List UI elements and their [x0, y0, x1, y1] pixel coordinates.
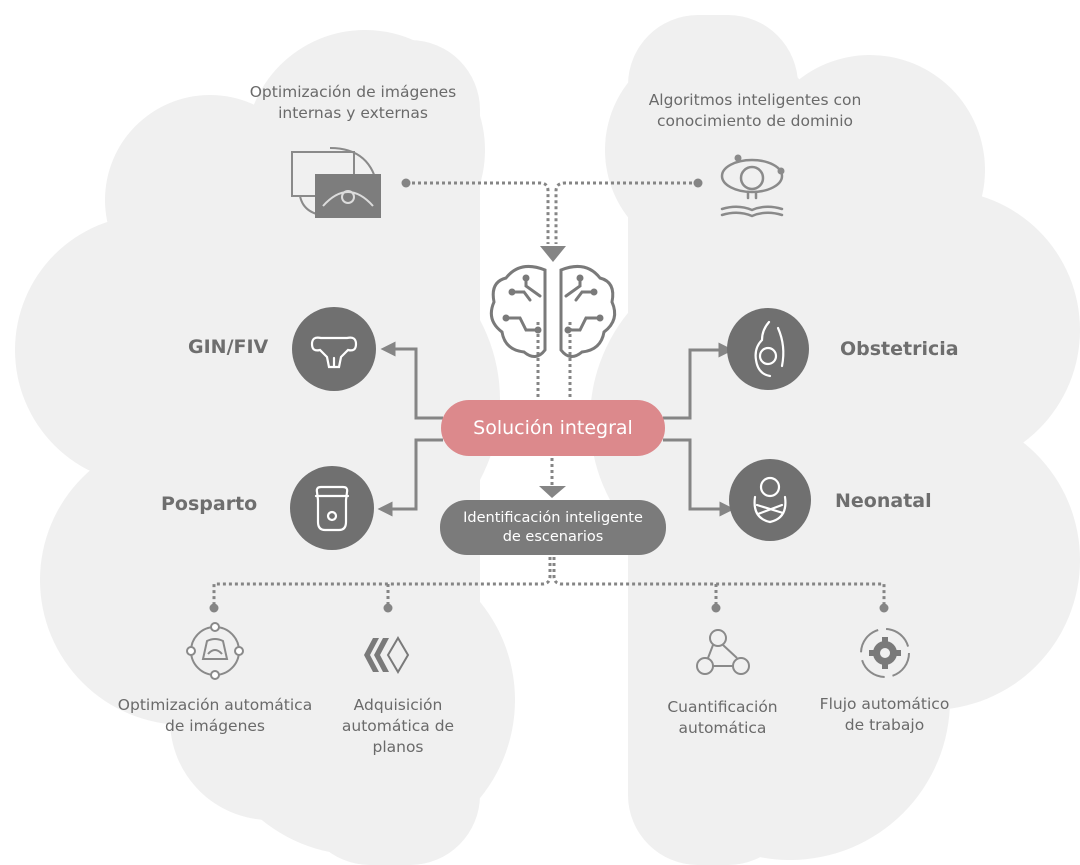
ultrasound-cycle-dots [186, 622, 244, 680]
feature-3-line1: Cuantificación [667, 698, 778, 716]
connector-dots [209, 178, 889, 613]
pregnancy-icon [754, 320, 785, 378]
left-hemisphere-shape [15, 30, 515, 865]
feature-4-line1: Flujo automático [819, 695, 950, 713]
down-arrowheads [539, 246, 566, 498]
category-label-gin: GIN/FIV [188, 336, 269, 358]
image-optimization-line1: Optimización de imágenes [249, 83, 457, 101]
category-label-obstetricia: Obstetricia [840, 338, 959, 360]
category-connectors [377, 341, 735, 517]
smart-algorithms-line1: Algoritmos inteligentes con [648, 91, 862, 109]
lightbulb-book-icon [720, 158, 784, 218]
pelvic-probe-icon [314, 485, 350, 532]
lightbulb-book-dots [734, 154, 785, 175]
category-circles [290, 307, 811, 550]
uterus-icon [310, 336, 358, 369]
feature-1-line2: de imágenes [164, 717, 266, 735]
integral-solution-pill: Solución integral [441, 400, 665, 456]
feature-label-image-optimization: Optimización automática de imágenes [100, 695, 330, 737]
image-optimization-label: Optimización de imágenes internas y exte… [228, 82, 478, 124]
chevrons-diamond-icon [364, 636, 410, 674]
feature-1-line1: Optimización automática [117, 696, 313, 714]
feature-3-line2: automática [678, 719, 767, 737]
brain-circuit-icon [489, 264, 617, 358]
integral-solution-text: Solución integral [473, 417, 633, 439]
baby-icon [753, 476, 787, 524]
feature-label-quantification: Cuantificación automática [650, 697, 795, 739]
category-label-posparto: Posparto [161, 493, 258, 515]
brain-circuit-nodes [502, 274, 604, 334]
right-hemisphere-shape [590, 15, 1080, 865]
smart-algorithms-label: Algoritmos inteligentes con conocimiento… [630, 90, 880, 132]
feature-label-workflow: Flujo automático de trabajo [807, 694, 962, 736]
scenario-identification-pill: Identificación inteligente de escenarios [440, 500, 666, 555]
category-label-neonatal: Neonatal [835, 490, 932, 512]
dotted-connectors [212, 181, 886, 604]
feature-4-line2: de trabajo [844, 716, 925, 734]
smart-algorithms-line2: conocimiento de dominio [656, 112, 854, 130]
gear-cycle-icon [860, 628, 910, 678]
scenario-identification-line1: Identificación inteligente [463, 509, 643, 526]
image-overlay-icon [291, 147, 381, 218]
network-chart-icon [696, 629, 750, 675]
image-optimization-line2: internas y externas [278, 104, 428, 122]
feature-2-line3: planos [372, 738, 424, 756]
feature-2-line1: Adquisición [353, 696, 443, 714]
feature-label-plane-acquisition: Adquisición automática de planos [328, 695, 468, 758]
feature-2-line2: automática de [341, 717, 455, 735]
scenario-identification-line2: de escenarios [502, 528, 604, 545]
